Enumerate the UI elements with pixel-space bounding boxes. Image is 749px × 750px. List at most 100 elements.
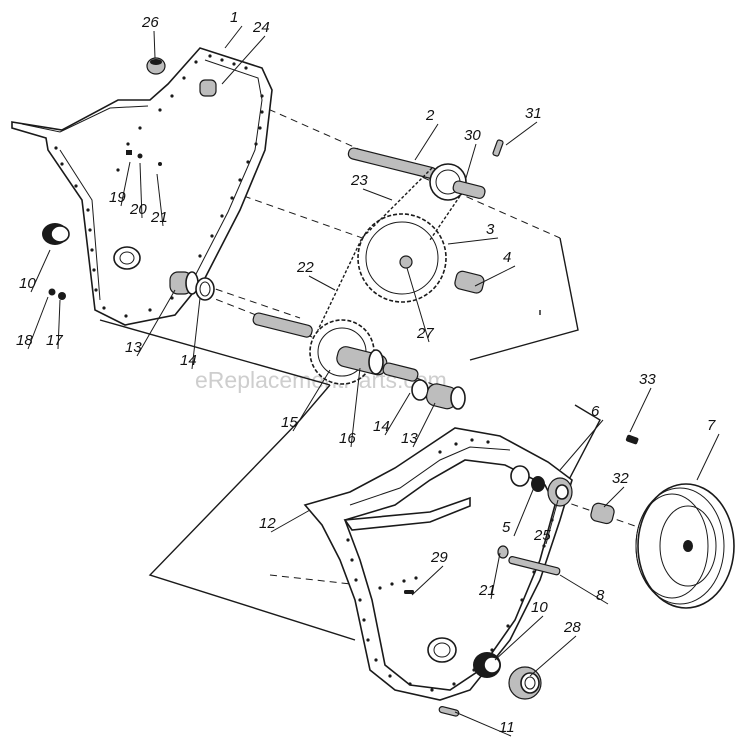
callout-c26: 26 bbox=[141, 14, 159, 31]
callout-leader-c16 bbox=[350, 367, 361, 448]
callout-c32: 32 bbox=[612, 470, 629, 487]
callout-leader-c4 bbox=[474, 265, 516, 287]
callout-c2: 2 bbox=[425, 107, 435, 124]
callout-leader-c18 bbox=[27, 296, 49, 350]
part-29-screw bbox=[404, 590, 414, 594]
large-sprocket-part-3 bbox=[357, 213, 447, 303]
callout-c5: 5 bbox=[502, 519, 511, 536]
callout-c25: 25 bbox=[533, 527, 551, 544]
callout-c20: 20 bbox=[129, 201, 147, 218]
callout-c30: 30 bbox=[464, 127, 481, 144]
callout-c16: 16 bbox=[339, 430, 356, 447]
callout-c31: 31 bbox=[525, 105, 542, 122]
part-13-14-bearings-right bbox=[411, 379, 466, 410]
part-32-spacer bbox=[590, 502, 615, 525]
callout-leader-c17 bbox=[57, 299, 61, 350]
part-5-25-bearing-flange bbox=[531, 476, 573, 507]
housing-bearing-hole bbox=[113, 246, 141, 270]
part-26-cap bbox=[146, 57, 166, 75]
callout-leader-c27 bbox=[406, 267, 430, 343]
callout-c24: 24 bbox=[252, 19, 270, 36]
callout-leader-c26 bbox=[153, 30, 156, 59]
callout-c23: 23 bbox=[350, 172, 368, 189]
part-24-bushing bbox=[199, 79, 217, 97]
callout-c28: 28 bbox=[563, 619, 581, 636]
callout-c10a: 10 bbox=[19, 275, 36, 292]
callout-leader-c22 bbox=[308, 275, 336, 291]
small-sprocket-part-30 bbox=[429, 163, 486, 201]
callout-c22: 22 bbox=[296, 259, 314, 276]
part-10-seal-left bbox=[42, 223, 70, 245]
callout-c8: 8 bbox=[596, 587, 605, 604]
callout-leader-c21a bbox=[156, 173, 164, 227]
right-bearing-hole bbox=[427, 637, 457, 663]
callout-leader-c10b bbox=[494, 615, 544, 661]
callout-c14b: 14 bbox=[373, 418, 390, 435]
part-13-14-bearings-left bbox=[169, 271, 215, 301]
callout-leader-c7 bbox=[696, 433, 720, 481]
part-31-key bbox=[492, 139, 504, 157]
callout-leader-c28 bbox=[529, 635, 577, 677]
spacer-part-4 bbox=[454, 270, 485, 294]
housing-rivets-left bbox=[54, 54, 264, 318]
part-8-bolt bbox=[497, 545, 561, 576]
callout-leader-c10a bbox=[30, 249, 51, 293]
callout-leader-c13a bbox=[136, 289, 176, 357]
callout-leader-c14b bbox=[384, 392, 411, 436]
callout-c13b: 13 bbox=[401, 430, 418, 447]
callout-c10b: 10 bbox=[531, 599, 548, 616]
callout-leader-c6 bbox=[559, 419, 604, 471]
callout-c29: 29 bbox=[430, 549, 448, 566]
callout-c21b: 21 bbox=[478, 582, 496, 599]
callout-leader-c2 bbox=[414, 123, 439, 161]
part-10-seal-right bbox=[473, 652, 501, 678]
callout-c15: 15 bbox=[281, 414, 298, 431]
callout-leader-c31 bbox=[505, 121, 538, 146]
callout-c18: 18 bbox=[16, 332, 33, 349]
chain-part-23-22 bbox=[317, 167, 461, 331]
callout-leader-c1 bbox=[224, 25, 243, 49]
callout-leader-c13b bbox=[412, 402, 436, 448]
part-11-screw bbox=[438, 706, 460, 717]
callout-c12: 12 bbox=[259, 515, 276, 532]
callout-leader-c12 bbox=[270, 509, 311, 533]
callout-c21a: 21 bbox=[150, 209, 168, 226]
part-33-screw bbox=[625, 434, 639, 445]
callout-c4: 4 bbox=[503, 249, 511, 266]
callout-c7: 7 bbox=[707, 417, 716, 434]
callout-c14a: 14 bbox=[180, 352, 197, 369]
callout-leader-c11 bbox=[454, 711, 512, 737]
callout-leader-c21b bbox=[490, 552, 501, 600]
part-28-bearing bbox=[508, 666, 542, 700]
callout-c1: 1 bbox=[230, 9, 238, 26]
callout-c17: 17 bbox=[46, 332, 63, 349]
callout-c6: 6 bbox=[591, 403, 600, 420]
callout-leader-c15 bbox=[292, 369, 331, 432]
callout-leader-c20 bbox=[139, 162, 143, 219]
callout-leader-c8 bbox=[559, 574, 609, 605]
callout-leader-c30 bbox=[465, 143, 477, 179]
callout-leader-c23 bbox=[362, 188, 393, 201]
pulley-part-7 bbox=[635, 483, 735, 609]
callout-leader-c25 bbox=[545, 499, 559, 545]
callout-c11: 11 bbox=[499, 719, 515, 736]
callout-c19: 19 bbox=[109, 189, 126, 206]
callout-leader-c29 bbox=[411, 565, 444, 596]
left-housing-half bbox=[11, 47, 273, 326]
callout-c3: 3 bbox=[486, 221, 495, 238]
lower-shaft-part-16 bbox=[252, 312, 419, 382]
callout-leader-c32 bbox=[603, 486, 625, 508]
callout-leader-c14a bbox=[191, 297, 201, 370]
callout-leader-c24 bbox=[221, 35, 266, 85]
callout-c27: 27 bbox=[416, 325, 434, 342]
callout-leader-c33 bbox=[629, 387, 652, 433]
callout-leader-c19 bbox=[120, 161, 131, 207]
callout-leader-c5 bbox=[513, 484, 536, 537]
callout-c33: 33 bbox=[639, 371, 656, 388]
callout-c13a: 13 bbox=[125, 339, 142, 356]
part-18-17-nut-washer bbox=[48, 288, 66, 300]
callout-leader-c3 bbox=[447, 237, 499, 245]
